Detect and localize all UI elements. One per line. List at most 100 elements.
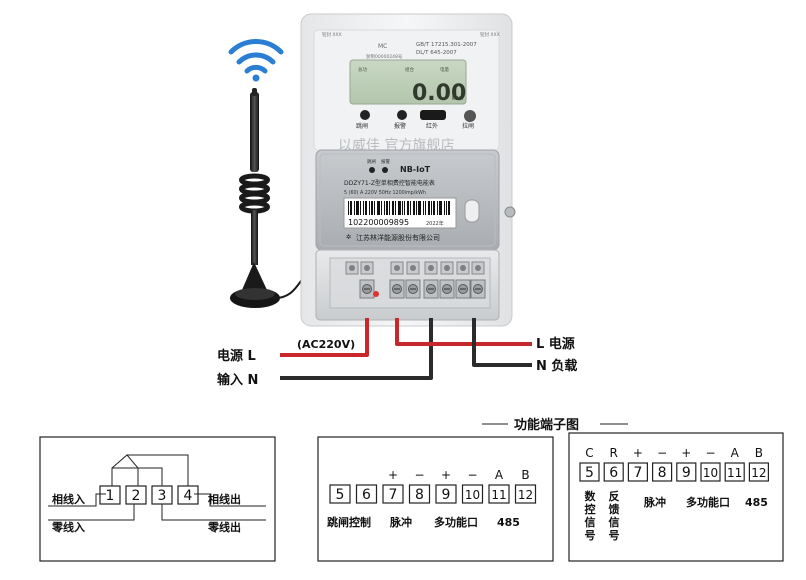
svg-text:数控信号: 数控信号: [585, 489, 597, 542]
comm-type: NB-IoT: [400, 165, 431, 174]
label-phase-in: 相线入: [52, 492, 85, 506]
lcd-digits: 0.00: [412, 81, 466, 106]
button-alarm-indicator: [397, 110, 407, 120]
group-feedback-signal: 反馈信号: [609, 489, 620, 542]
svg-text:反馈信号: 反馈信号: [609, 489, 620, 542]
infrared-window: [420, 110, 446, 120]
barcode-year: 2022年: [426, 220, 444, 227]
group-control-signal: 数控信号: [585, 489, 597, 542]
status-label-0: 跳闸: [367, 158, 376, 165]
label-neutral-in: 零线入: [51, 520, 85, 534]
cert-mark: MC: [378, 43, 387, 50]
terminal-number: 8: [658, 465, 667, 481]
terminal-symbol: −: [414, 468, 424, 482]
terminal-11: [724, 462, 745, 482]
terminal-symbol: +: [388, 468, 398, 482]
label-l-source: L 电源: [536, 336, 575, 352]
lcd-label-1: 组合: [405, 66, 414, 73]
terminal-number: 10: [465, 488, 480, 502]
terminal-symbol: C: [585, 446, 593, 460]
meter-model: DDZY71-Z型单相费控智能电能表: [344, 179, 435, 187]
status-led-trip: [369, 167, 375, 173]
terminal-10: [700, 462, 721, 482]
terminal-number: 11: [727, 466, 742, 480]
terminal-symbol: A: [495, 468, 504, 482]
terminal-number: 7: [633, 465, 642, 481]
terminal-number: 6: [362, 487, 371, 503]
electric-meter: 铅封 XXX 铅封 XXX MC GB/T 17215.301-2007 DL/…: [300, 13, 516, 327]
label-neutral-out: 零线出: [207, 520, 241, 534]
button-trip-indicator: [360, 110, 370, 120]
terminal-7: [382, 484, 404, 504]
terminal-number: 5: [336, 487, 345, 503]
group-485: 485: [497, 516, 520, 529]
terminal-number: 9: [442, 487, 451, 503]
terminal-7: [627, 462, 649, 482]
lcd-display: [349, 59, 467, 105]
terminal-number: 12: [751, 466, 766, 480]
label-input-n: 输入 N: [217, 372, 258, 388]
standard-1: GB/T 17215.301-2007: [416, 42, 477, 48]
terminal-6: [355, 484, 378, 504]
terminal-symbol: B: [755, 446, 763, 460]
wiring: [280, 318, 532, 380]
barcode: [348, 201, 450, 215]
lcd-unit: kWh: [452, 96, 463, 102]
terminal-number: 1: [106, 488, 115, 504]
voltage-note: (AC220V): [297, 338, 355, 351]
p3-group-multifunction: 多功能口: [686, 495, 730, 509]
terminal-10: [461, 484, 484, 504]
terminal-12: [748, 462, 770, 482]
terminal-12: [514, 484, 537, 504]
terminal-symbol: R: [610, 446, 618, 460]
terminal-symbol: +: [633, 446, 643, 460]
terminal-symbol: +: [681, 446, 691, 460]
meter-spec: 5 (60) A 220V 50Hz 1200imp/kWh: [344, 190, 426, 196]
maker-logo-icon: ✲: [346, 233, 351, 241]
serial-small: 浙制00000248号: [366, 53, 403, 60]
standard-2: DL/T 645-2007: [416, 50, 457, 56]
terminal-symbol: −: [657, 446, 667, 460]
terminal-number: 6: [609, 465, 618, 481]
terminal-symbol: +: [441, 468, 451, 482]
terminal-2: [125, 485, 147, 505]
button-label-1: 报警: [394, 122, 406, 130]
label-phase-out: 相线出: [208, 492, 241, 506]
terminal-8: [651, 462, 673, 482]
terminal-9: [676, 462, 697, 482]
label-n-load: N 负载: [536, 358, 577, 374]
terminal-symbol: A: [731, 446, 740, 460]
terminal-number: 9: [682, 465, 691, 481]
terminal-9: [435, 484, 457, 504]
terminal-5: [579, 462, 600, 482]
button-label-3: 拉闸: [462, 122, 474, 130]
p3-group-pulse: 脉冲: [643, 495, 666, 509]
terminal-symbol: B: [521, 468, 529, 482]
terminal-8: [408, 484, 431, 504]
terminal-number: 5: [585, 465, 594, 481]
group-pulse: 脉冲: [389, 515, 412, 529]
status-led-alarm: [382, 167, 388, 173]
button-label-0: 跳闸: [356, 122, 368, 130]
terminal-number: 10: [703, 466, 718, 480]
lcd-label-2: 电量: [440, 66, 449, 73]
push-button: [464, 110, 476, 122]
terminal-screws: [345, 261, 486, 299]
status-label-1: 报警: [381, 158, 390, 165]
terminal-number: 8: [415, 487, 424, 503]
terminal-symbol: −: [705, 446, 715, 460]
antenna-icon: [230, 88, 317, 308]
terminal-number: 12: [518, 488, 533, 502]
terminal-number: 3: [158, 488, 167, 504]
terminal-6: [603, 462, 624, 482]
barcode-number: 102200009895: [348, 218, 409, 227]
label-source-l: 电源 L: [217, 348, 256, 364]
terminal-11: [488, 484, 510, 504]
wifi-icon: [228, 39, 284, 82]
maker-name: 江苏林洋能源股份有限公司: [356, 233, 440, 242]
terminal-5: [329, 484, 351, 504]
